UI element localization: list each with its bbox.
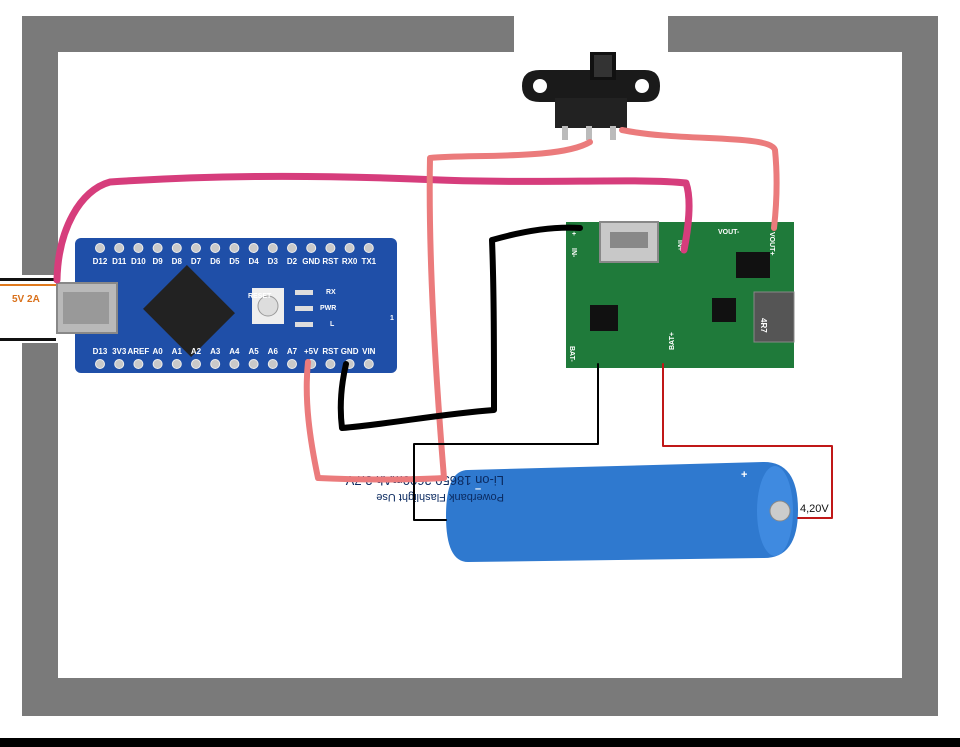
battery-plus: + [741, 469, 747, 481]
led-label-rx: RX [326, 289, 336, 296]
wire-5v-to-battery [303, 359, 447, 483]
top-pin-pad [287, 243, 297, 253]
top-pin-pad [306, 243, 317, 253]
board-number: 1 [390, 315, 394, 322]
wire-gnd-to-module [337, 224, 583, 431]
bottom-pin-label: AREF [128, 347, 150, 356]
bottom-pin-label: RST [322, 347, 338, 356]
top-pin-label: TX1 [361, 257, 376, 266]
arduino-nano: RESET RX PWR L 1 D12 D11 D10 D9 D8 D7 D6 D5 D4 D3… [56, 238, 397, 373]
bottom-pin-label: A5 [248, 347, 259, 356]
bottom-pin-pad [229, 359, 240, 369]
wire-vin-to-switch [53, 172, 693, 284]
bottom-pin-label: A1 [172, 347, 183, 356]
bottom-pin-label: A4 [229, 347, 240, 356]
top-pin-label: D7 [191, 257, 202, 266]
top-pin-pad [95, 243, 105, 253]
top-pin-label: D12 [93, 257, 108, 266]
bottom-pin-pad [191, 359, 201, 369]
top-pin-pad [363, 243, 374, 253]
battery-text-line2: Powerbank Flashlight Use [376, 491, 504, 503]
voltage-label: 4,20V [800, 503, 829, 515]
top-pin-label: GND [302, 257, 320, 266]
bat-plus-label: BAT+ [669, 332, 676, 350]
bat-minus-label: BAT- [568, 346, 575, 362]
bottom-pin-pad [114, 359, 125, 369]
bottom-pin-pad [325, 359, 336, 369]
led-label-l: L [330, 321, 335, 328]
top-pin-pad [152, 243, 163, 253]
top-pin-label: D2 [287, 257, 298, 266]
vout-plus-label: VOUT+ [768, 232, 775, 256]
top-pin-pad [325, 243, 336, 253]
top-pin-label: D11 [112, 257, 127, 266]
bottom-pin-label: A3 [210, 347, 221, 356]
top-pin-pad [344, 243, 355, 253]
bottom-pin-pad [152, 359, 163, 369]
top-pin-pad [114, 243, 125, 253]
top-pin-pad [248, 243, 259, 253]
reset-label: RESET [248, 293, 272, 300]
slide-switch [522, 52, 660, 140]
bottom-pin-pad [363, 359, 374, 369]
charger-module: 4R7 + IN- IN+ VOUT- VOUT+ BAT- BAT+ [566, 221, 795, 368]
bottom-pin-label: D13 [93, 347, 108, 356]
top-pin-label: D8 [172, 257, 183, 266]
in-plus-label: IN+ [676, 240, 683, 251]
top-pin-label: D4 [248, 257, 259, 266]
top-pin-pad [191, 243, 201, 253]
marker-plus: + [572, 231, 576, 238]
bottom-pin-pad [287, 359, 297, 369]
bottom-pin-pad [171, 359, 182, 369]
vout-minus-label: VOUT- [718, 229, 740, 236]
bottom-pin-label: A6 [268, 347, 279, 356]
bottom-pin-label: +5V [304, 347, 319, 356]
bottom-pin-pad [95, 359, 105, 369]
wire-bat-minus [413, 363, 599, 521]
wires: 4,20V [53, 127, 833, 521]
bottom-pin-label: A7 [287, 347, 298, 356]
battery-18650: – + Li-on 18650 2600mAh 3.7V Powerbank F… [345, 462, 798, 562]
bottom-pin-label: VIN [362, 347, 376, 356]
top-pin-label: RST [322, 257, 338, 266]
bottom-pin-label: A2 [191, 347, 202, 356]
led-label-pwr: PWR [320, 305, 336, 312]
bottom-pin-pad [210, 359, 221, 369]
wire-bat-plus-meter [662, 363, 833, 519]
top-pin-pad [133, 243, 144, 253]
bottom-pin-label: GND [341, 347, 359, 356]
top-pin-label: D10 [131, 257, 146, 266]
top-pin-pad [210, 243, 221, 253]
wire-switch-to-battery-plus-left [426, 139, 593, 481]
bottom-pin-label: A0 [152, 347, 163, 356]
inductor-label: 4R7 [759, 318, 768, 333]
top-pin-pad [171, 243, 182, 253]
battery-minus: – [475, 483, 481, 495]
top-pin-pad [267, 243, 278, 253]
top-pin-label: D6 [210, 257, 221, 266]
bottom-pin-label: 3V3 [112, 347, 127, 356]
bottom-pin-pad [248, 359, 259, 369]
top-pin-label: RX0 [342, 257, 358, 266]
bottom-pin-pad [267, 359, 278, 369]
top-pin-label: D3 [268, 257, 279, 266]
top-pin-pad [229, 243, 240, 253]
power-input-label: 5V 2A [12, 294, 40, 305]
in-minus-label: IN- [570, 248, 577, 258]
wire-switch-to-vout [619, 127, 780, 231]
top-pin-label: D5 [229, 257, 240, 266]
top-pin-label: D9 [152, 257, 163, 266]
bottom-pin-pad [133, 359, 144, 369]
